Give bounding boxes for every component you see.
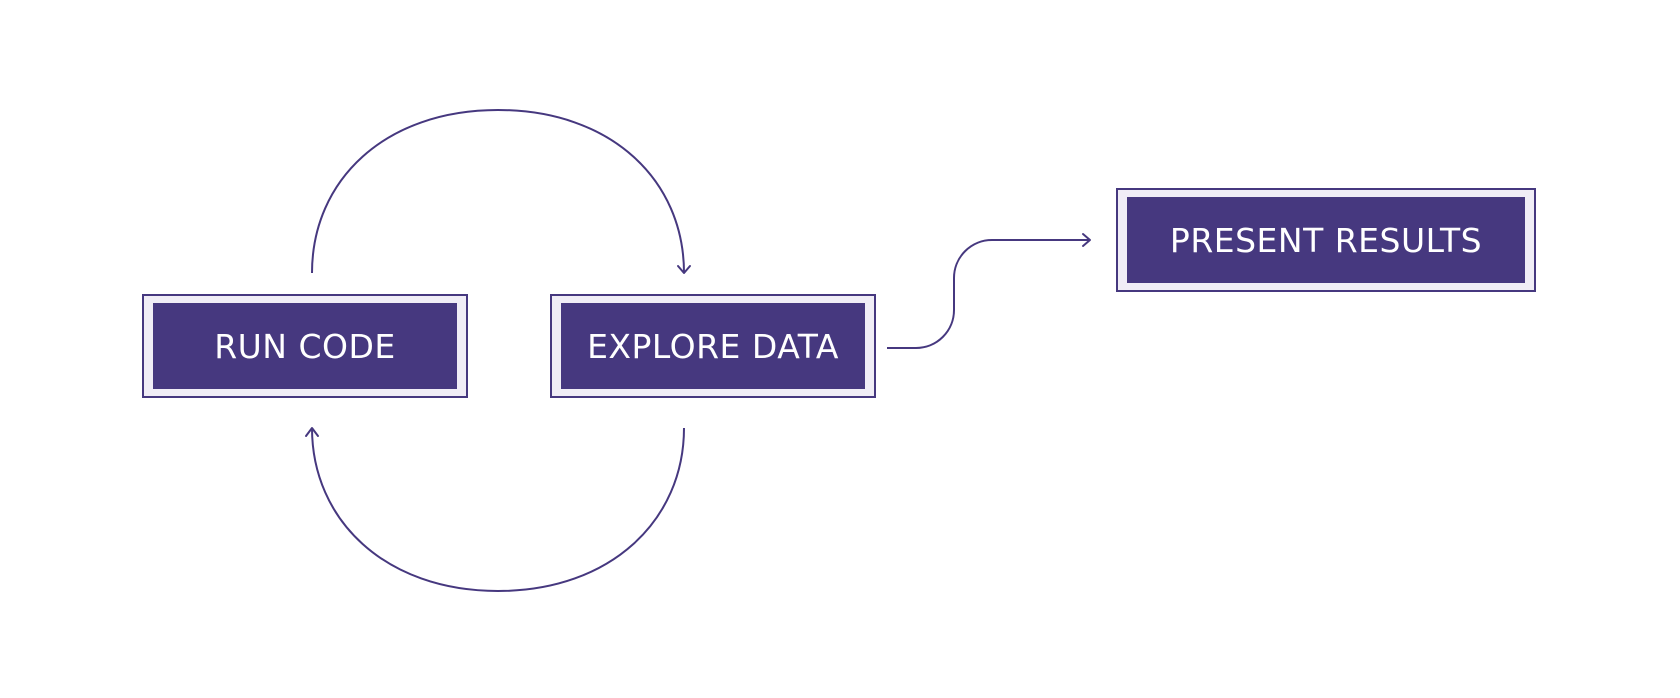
arrowhead-present-left bbox=[1082, 233, 1091, 247]
present-results-node: PRESENT RESULTS bbox=[1116, 188, 1536, 292]
edge-explore-to-run bbox=[305, 427, 685, 593]
present-results-label: PRESENT RESULTS bbox=[1127, 197, 1525, 283]
arrowhead-run-bottom bbox=[305, 427, 319, 437]
explore-data-label: EXPLORE DATA bbox=[561, 303, 865, 389]
explore-data-node: EXPLORE DATA bbox=[550, 294, 876, 398]
edge-run-to-explore bbox=[311, 108, 691, 274]
run-code-label: RUN CODE bbox=[153, 303, 457, 389]
run-code-node: RUN CODE bbox=[142, 294, 468, 398]
arrowhead-explore-top bbox=[677, 265, 691, 274]
edge-explore-to-present bbox=[887, 233, 1091, 349]
